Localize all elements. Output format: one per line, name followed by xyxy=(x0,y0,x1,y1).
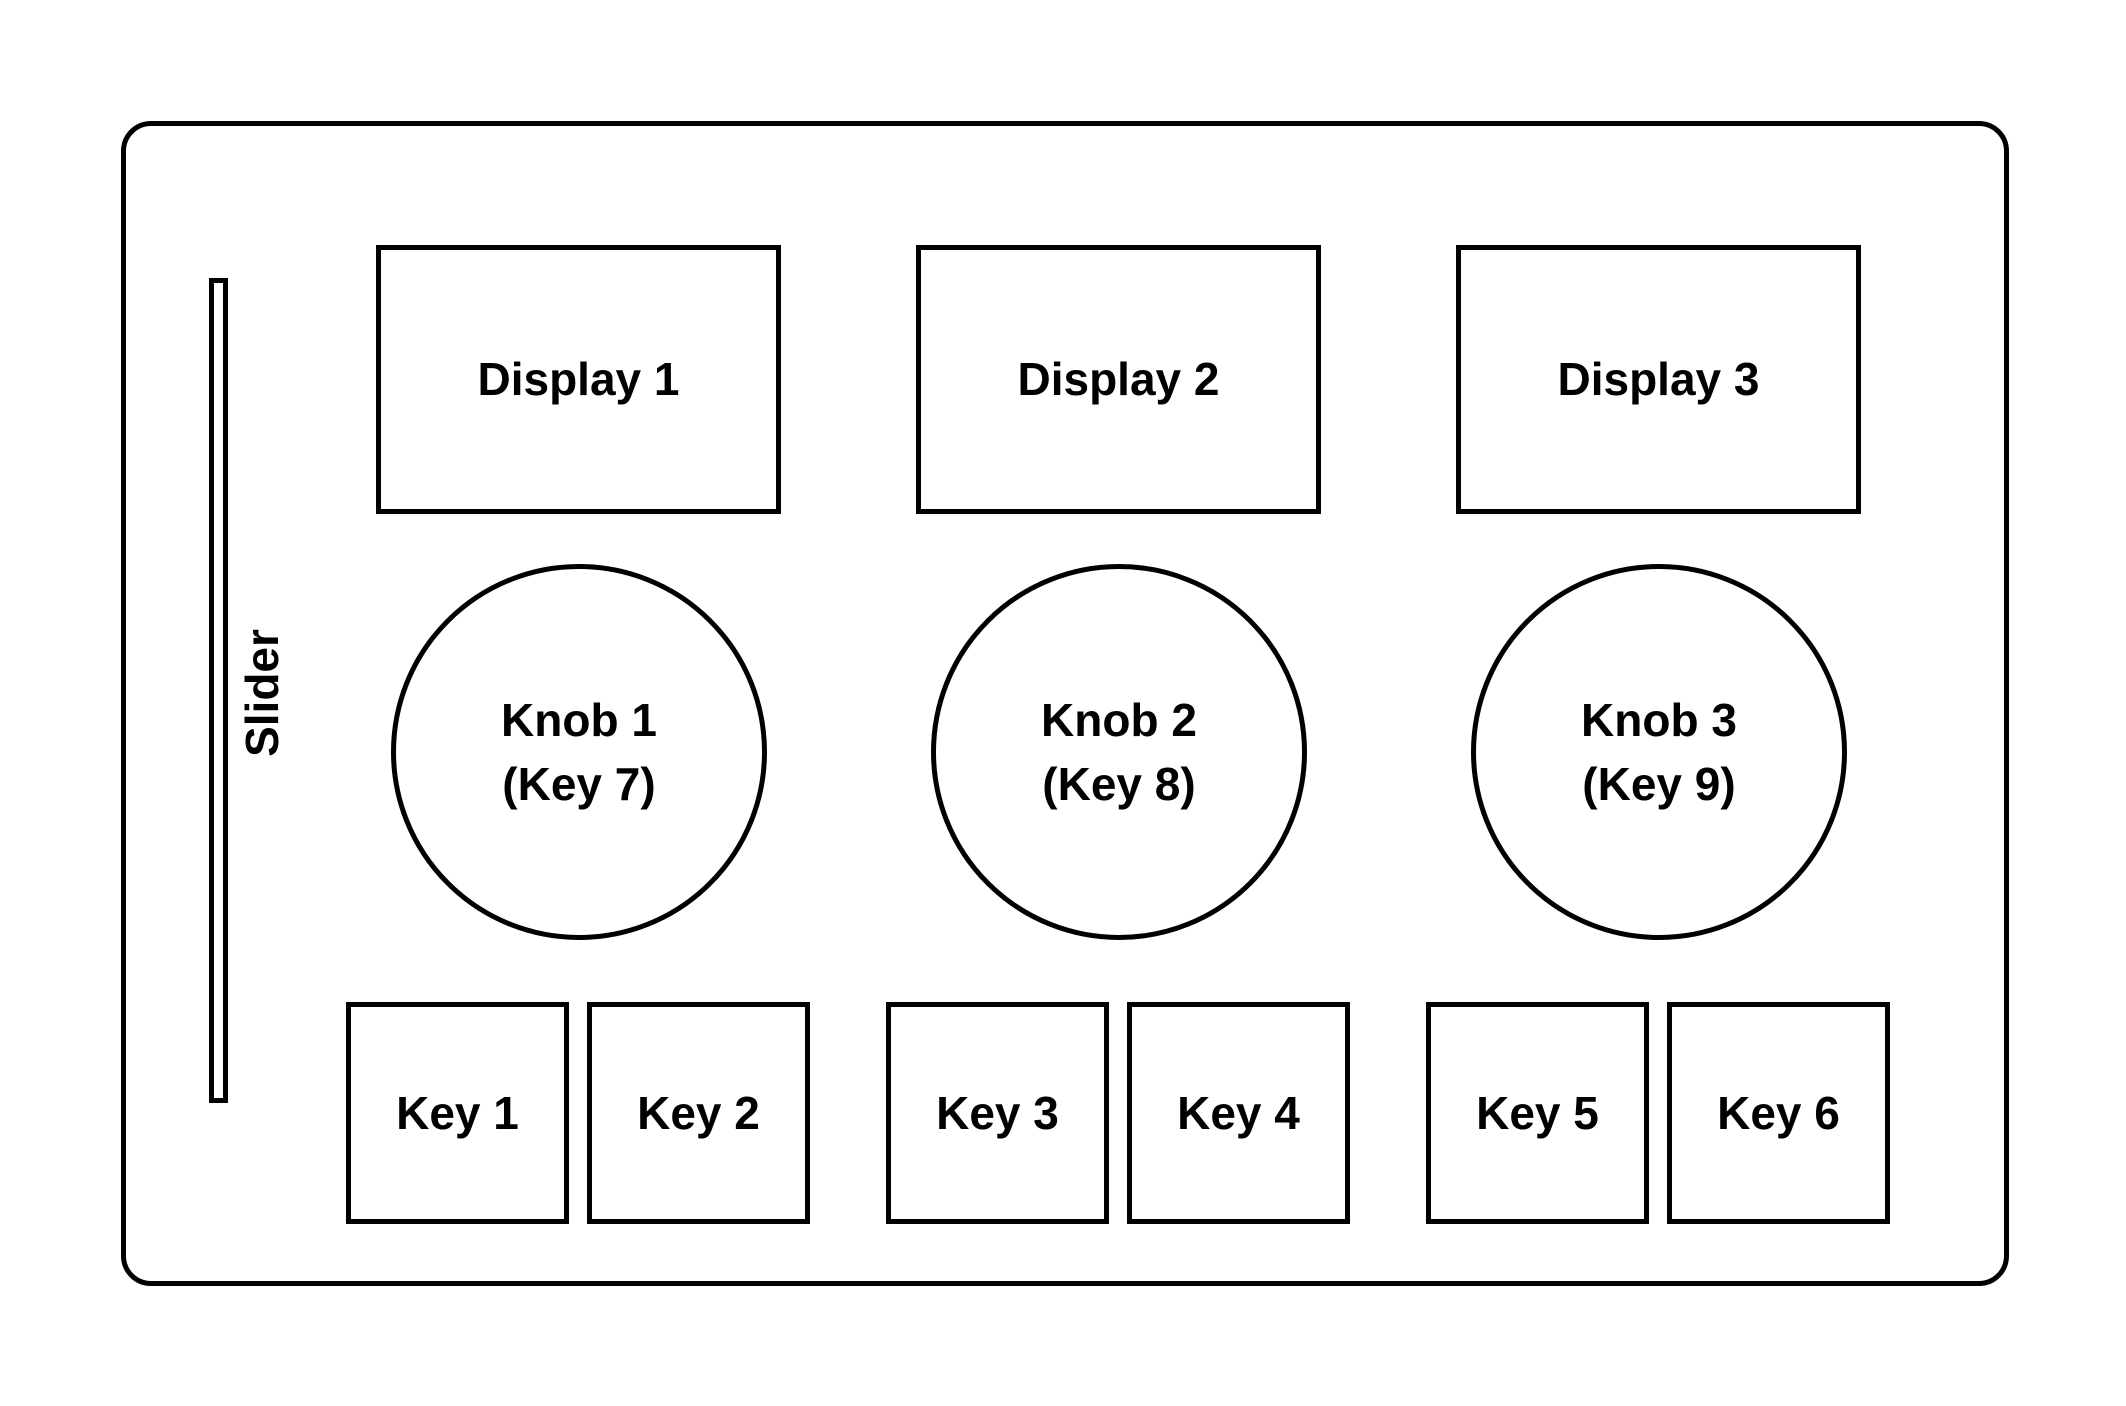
display-1: Display 1 xyxy=(376,245,781,514)
key-3[interactable]: Key 3 xyxy=(886,1002,1109,1224)
knob-2-label: Knob 2 xyxy=(1041,693,1197,746)
key-1-label: Key 1 xyxy=(396,1086,519,1139)
key-2-label: Key 2 xyxy=(637,1086,760,1139)
display-3: Display 3 xyxy=(1456,245,1861,514)
key-3-label: Key 3 xyxy=(936,1086,1059,1139)
key-6-label: Key 6 xyxy=(1717,1086,1840,1139)
key-1[interactable]: Key 1 xyxy=(346,1002,569,1224)
knob-1[interactable]: Knob 1 (Key 7) xyxy=(391,564,767,940)
knob-2[interactable]: Knob 2 (Key 8) xyxy=(931,564,1307,940)
display-2-label: Display 2 xyxy=(1017,353,1220,406)
knob-3-sublabel: (Key 9) xyxy=(1582,758,1736,810)
knob-1-sublabel: (Key 7) xyxy=(502,758,656,810)
slider[interactable] xyxy=(209,278,228,1103)
key-5[interactable]: Key 5 xyxy=(1426,1002,1649,1224)
knob-3-label: Knob 3 xyxy=(1581,693,1737,746)
knob-3[interactable]: Knob 3 (Key 9) xyxy=(1471,564,1847,940)
knob-2-sublabel: (Key 8) xyxy=(1042,758,1196,810)
key-4-label: Key 4 xyxy=(1177,1086,1300,1139)
slider-label: Slider xyxy=(236,629,288,757)
display-2: Display 2 xyxy=(916,245,1321,514)
key-4[interactable]: Key 4 xyxy=(1127,1002,1350,1224)
key-6[interactable]: Key 6 xyxy=(1667,1002,1890,1224)
knob-1-label: Knob 1 xyxy=(501,693,657,746)
display-1-label: Display 1 xyxy=(477,353,680,406)
display-3-label: Display 3 xyxy=(1557,353,1760,406)
key-2[interactable]: Key 2 xyxy=(587,1002,810,1224)
key-5-label: Key 5 xyxy=(1476,1086,1599,1139)
